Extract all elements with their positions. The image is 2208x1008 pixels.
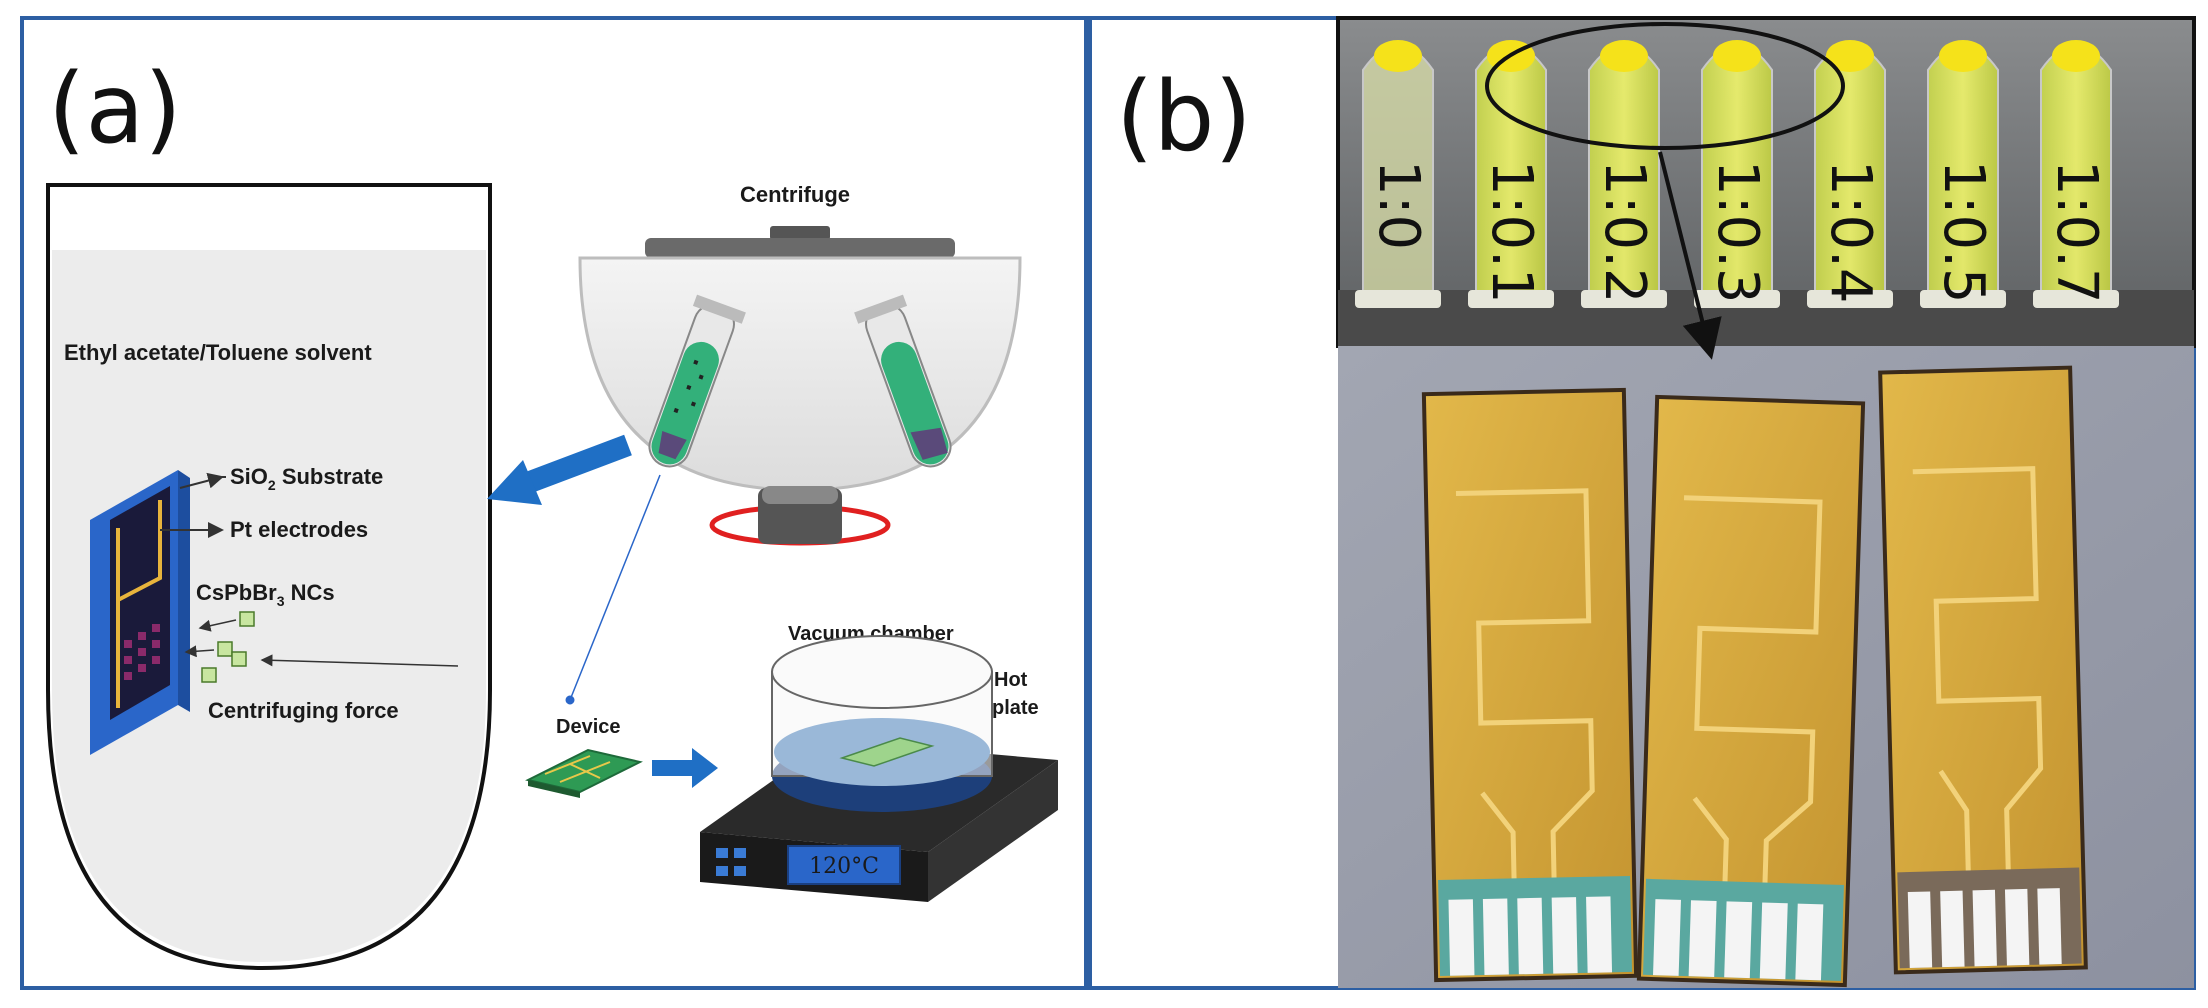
sensor-device-3	[1878, 365, 2088, 975]
vial-label: 1:0.7	[2044, 160, 2109, 304]
solvent-label: Ethyl acetate/Toluene solvent	[64, 340, 372, 365]
temperature-display	[787, 845, 901, 885]
substrate-label: SiO2 Substrate	[230, 464, 383, 493]
vial-label: 1:0.1	[1479, 160, 1544, 304]
vials-photo: 1:0 1:0.1 1:0.2 1:0.3 1:0.4 1:0.5 1:0.7	[1336, 16, 2196, 348]
sio2-substrate	[90, 470, 190, 755]
vial-label: 1:0.5	[1931, 160, 1996, 304]
vial-5: 1:0.4	[1807, 40, 1893, 308]
blue-arrow-to-callout	[487, 434, 632, 505]
panel-a-label: (a)	[48, 53, 182, 165]
vial-3: 1:0.2	[1581, 40, 1667, 308]
blue-arrow-to-hotplate	[652, 748, 718, 788]
hot-label: Hot	[994, 669, 1028, 691]
device-icon: Device	[525, 716, 643, 798]
plate-label: plate	[992, 697, 1039, 719]
panel-b: (b) 1:0 1:0.1 1:0.2 1:0.3 1:0.4 1:0.5 1:0.7	[1088, 16, 2196, 990]
centrifuge-label: Centrifuge	[740, 182, 850, 207]
centrifuge-tube-left	[648, 294, 746, 468]
hotplate-buttons	[716, 848, 746, 876]
devices-photo	[1338, 346, 2194, 988]
vacuum-hotplate: Vacuum chamber Hot plate 120°C	[700, 623, 1058, 902]
centrifuge-tube-right	[854, 294, 952, 468]
ncs-label: CsPbBr3 NCs	[196, 580, 335, 609]
sensor-device-1	[1421, 387, 1639, 983]
vial-6: 1:0.5	[1920, 40, 2006, 308]
sensor-device-2	[1636, 394, 1866, 988]
tube-to-device-line	[565, 474, 661, 705]
force-arrow	[260, 654, 459, 667]
force-label: Centrifuging force	[208, 698, 399, 723]
ellipse-to-device-arrow	[1658, 151, 1722, 360]
device-label: Device	[556, 716, 621, 738]
vial-label: 1:0.4	[1818, 160, 1883, 304]
temperature-readout: 120°C	[809, 854, 879, 879]
solvent-callout: Ethyl acetate/Toluene solvent SiO2 Subst…	[46, 183, 492, 971]
vial-label: 1:0	[1366, 160, 1431, 250]
electrodes-label: Pt electrodes	[230, 517, 368, 542]
vial-4: 1:0.3	[1694, 40, 1780, 308]
panel-a: (a) Ethyl acetate/Toluene solvent	[20, 16, 1088, 990]
vial-label: 1:0.3	[1705, 160, 1770, 304]
highlight-ellipse	[1485, 22, 1845, 150]
vial-1: 1:0	[1355, 40, 1441, 308]
vial-7: 1:0.7	[2033, 40, 2119, 308]
nanocrystals	[201, 611, 255, 683]
vial-2: 1:0.1	[1468, 40, 1554, 308]
vial-label: 1:0.2	[1592, 160, 1657, 304]
centrifuge-diagram: Centrifuge	[578, 182, 1022, 546]
substrate-pointer	[179, 472, 224, 489]
panel-b-label: (b)	[1116, 61, 1252, 173]
